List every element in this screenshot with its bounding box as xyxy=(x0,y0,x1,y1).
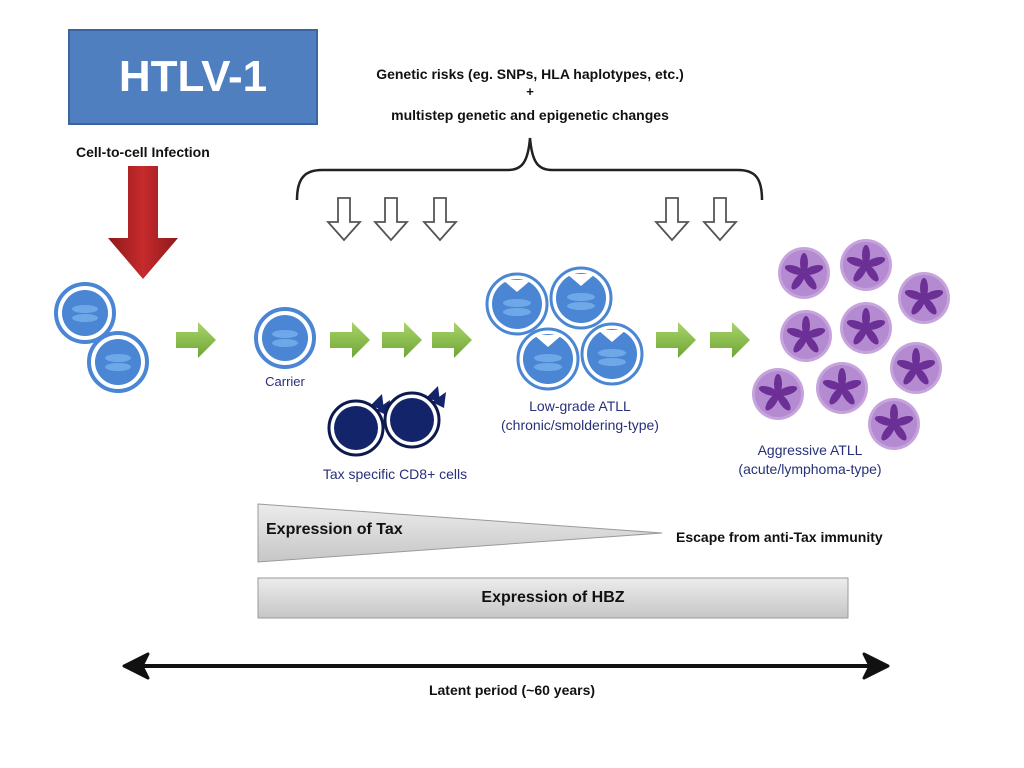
cd8-label: Tax specific CD8+ cells xyxy=(322,466,468,482)
hollow-arrow-2 xyxy=(374,197,408,241)
latent-period-label: Latent period (~60 years) xyxy=(428,682,596,698)
atll-cell-7 xyxy=(752,368,804,420)
carrier-label: Carrier xyxy=(265,374,305,389)
atll-cell-8 xyxy=(816,362,868,414)
progression-arrow-3 xyxy=(382,322,422,358)
atll-cell-1 xyxy=(778,247,830,299)
latent-period-arrow xyxy=(122,652,890,680)
low-grade-label: Low-grade ATLL xyxy=(529,398,631,414)
infected-cell-1 xyxy=(54,282,116,344)
hollow-arrow-3 xyxy=(423,197,457,241)
title-box: HTLV-1 xyxy=(68,29,318,125)
infection-label: Cell-to-cell Infection xyxy=(76,144,210,160)
title-text: HTLV-1 xyxy=(118,52,268,101)
low-grade-cell-3 xyxy=(516,327,580,391)
progression-arrow-5 xyxy=(656,322,696,358)
cd8-cell-1 xyxy=(327,392,392,457)
genetic-bracket xyxy=(295,137,764,201)
low-grade-cell-1 xyxy=(485,272,549,336)
atll-cell-5 xyxy=(840,302,892,354)
hollow-arrow-5 xyxy=(703,197,737,241)
infection-arrow xyxy=(108,166,178,279)
progression-arrow-6 xyxy=(710,322,750,358)
tax-expression-wedge xyxy=(257,503,663,563)
progression-arrow-1 xyxy=(176,322,216,358)
low-grade-cell-2 xyxy=(549,266,613,330)
genetic-plus-label: + xyxy=(526,84,534,99)
aggressive-label: Aggressive ATLL xyxy=(757,442,863,458)
escape-label: Escape from anti-Tax immunity xyxy=(676,529,883,545)
progression-arrow-2 xyxy=(330,322,370,358)
atll-cell-2 xyxy=(840,239,892,291)
aggressive-type-label: (acute/lymphoma-type) xyxy=(738,461,882,477)
hbz-expression-label: Expression of HBZ xyxy=(481,589,625,606)
low-grade-cell-4 xyxy=(580,322,644,386)
atll-cell-6 xyxy=(890,342,942,394)
cd8-cell-2 xyxy=(383,384,448,449)
atll-cell-3 xyxy=(898,272,950,324)
atll-cell-4 xyxy=(780,310,832,362)
carrier-cell xyxy=(254,307,316,369)
infected-cell-2 xyxy=(87,331,149,393)
low-grade-type-label: (chronic/smoldering-type) xyxy=(501,417,659,433)
hollow-arrow-4 xyxy=(655,197,689,241)
genetic-changes-label: multistep genetic and epigenetic changes xyxy=(391,107,669,123)
hbz-expression-bar xyxy=(257,577,849,619)
genetic-risks-label: Genetic risks (eg. SNPs, HLA haplotypes,… xyxy=(376,66,684,82)
hollow-arrow-1 xyxy=(327,197,361,241)
tax-expression-label: Expression of Tax xyxy=(266,521,403,538)
progression-arrow-4 xyxy=(432,322,472,358)
